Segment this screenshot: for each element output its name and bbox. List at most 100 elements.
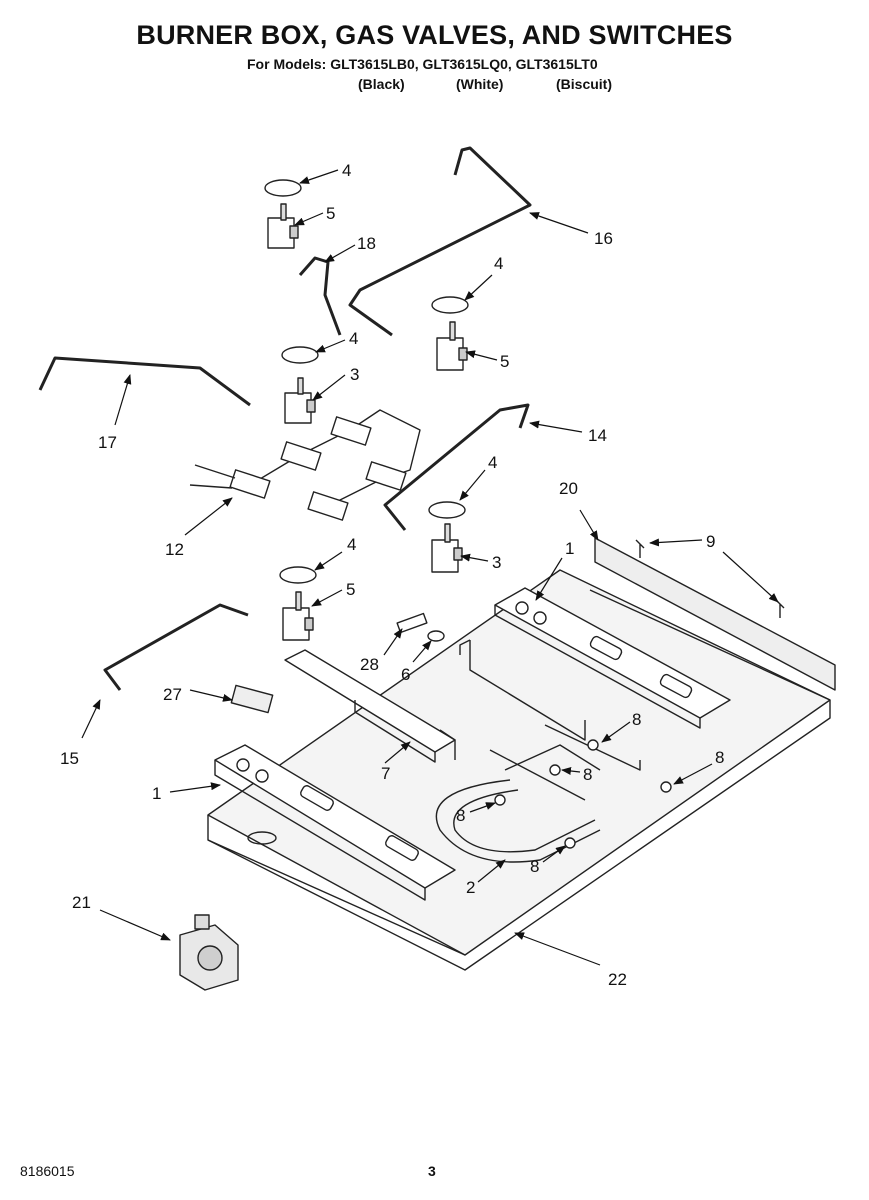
leader-4b — [464, 274, 493, 301]
callout-3a: 3 — [350, 365, 359, 384]
callout-27: 27 — [163, 685, 182, 704]
callout-8a: 8 — [632, 710, 641, 729]
leader-18 — [324, 244, 356, 263]
callout-18: 18 — [357, 234, 376, 253]
screw-9a-part — [635, 539, 645, 558]
plate-6-part — [427, 630, 445, 642]
callout-3b: 3 — [492, 553, 501, 572]
callout-1a: 1 — [565, 539, 574, 558]
support-rail-left-part — [214, 744, 456, 901]
burner-box-part — [207, 569, 831, 971]
leader-1a — [535, 557, 563, 601]
callout-6: 6 — [401, 665, 410, 684]
center-bracket-part — [284, 649, 456, 763]
tube-16-part — [348, 146, 532, 337]
washer-4b-part — [431, 296, 469, 314]
leader-5b — [465, 350, 498, 361]
oval-burner-frame-part — [435, 639, 641, 863]
leader-16 — [529, 212, 589, 234]
screw-9b-part — [775, 599, 785, 618]
leader-4e — [314, 551, 343, 571]
screw-8d-part — [494, 794, 506, 806]
leader-14 — [529, 420, 583, 433]
tube-18-part — [298, 256, 342, 336]
gas-valve-lower-part — [282, 591, 314, 641]
leader-4a — [299, 169, 339, 184]
page-title: BURNER BOX, GAS VALVES, AND SWITCHES — [136, 20, 733, 50]
leader-15 — [81, 699, 101, 739]
callout-4b: 4 — [494, 254, 503, 273]
leader-8e — [542, 845, 566, 863]
leader-8c — [673, 763, 713, 785]
leader-22 — [514, 932, 601, 966]
support-rail-right-part — [494, 587, 731, 729]
switch-harness-part — [189, 409, 421, 521]
leader-7 — [384, 741, 411, 764]
bracket-28-part — [396, 612, 428, 634]
leader-2 — [477, 859, 506, 883]
leader-28 — [383, 628, 403, 656]
leader-3b — [460, 553, 489, 562]
washer-4d-part — [428, 501, 466, 519]
tube-15-part — [103, 603, 249, 691]
leader-8a — [601, 721, 631, 743]
model-list: For Models: GLT3615LB0, GLT3615LQ0, GLT3… — [247, 56, 598, 72]
callout-4e: 4 — [347, 535, 356, 554]
screw-8b-part — [549, 764, 561, 776]
callout-9: 9 — [706, 532, 715, 551]
gas-valve-mid-right-part — [431, 523, 463, 573]
callout-8d: 8 — [456, 806, 465, 825]
document-number: 8186015 — [20, 1163, 75, 1179]
callout-5a: 5 — [326, 204, 335, 223]
leader-4c — [315, 339, 346, 353]
leader-8d — [469, 802, 496, 813]
gas-valve-top-part — [267, 203, 299, 249]
callout-4c: 4 — [349, 329, 358, 348]
callout-14: 14 — [588, 426, 607, 445]
callout-8b: 8 — [583, 765, 592, 784]
callout-4a: 4 — [342, 161, 351, 180]
leader-17 — [114, 374, 132, 426]
leader-9a — [649, 538, 703, 547]
washer-4a-part — [264, 179, 302, 197]
leader-4d — [459, 469, 486, 501]
washer-4c-part — [281, 346, 319, 364]
variant-white: (White) — [456, 76, 504, 92]
screw-8c-part — [660, 781, 672, 793]
callout-15: 15 — [60, 749, 79, 768]
screw-8e-part — [564, 837, 576, 849]
callout-5b: 5 — [500, 352, 509, 371]
callout-8c: 8 — [715, 748, 724, 767]
callout-4d: 4 — [488, 453, 497, 472]
tube-14-part — [383, 403, 530, 531]
callout-17: 17 — [98, 433, 117, 452]
callout-5c: 5 — [346, 580, 355, 599]
callout-1b: 1 — [152, 784, 161, 803]
gas-valve-right-part — [436, 321, 468, 371]
back-panel-part — [594, 537, 836, 691]
callout-21: 21 — [72, 893, 91, 912]
gas-regulator-part — [179, 914, 239, 991]
callout-22: 22 — [608, 970, 627, 989]
leader-6 — [412, 640, 432, 663]
tube-17-part — [38, 356, 251, 407]
callout-20: 20 — [559, 479, 578, 498]
washer-4e-part — [279, 566, 317, 584]
leader-8b — [561, 767, 581, 775]
callout-28: 28 — [360, 655, 379, 674]
callout-12: 12 — [165, 540, 184, 559]
callout-2: 2 — [466, 878, 475, 897]
page-number: 3 — [428, 1163, 436, 1179]
leader-9b — [722, 551, 779, 603]
screw-8a-part — [587, 739, 599, 751]
callout-8e: 8 — [530, 857, 539, 876]
leader-5c — [311, 589, 343, 607]
variant-black: (Black) — [358, 76, 405, 92]
leader-5a — [294, 212, 324, 226]
leader-12 — [184, 497, 233, 536]
callout-7: 7 — [381, 764, 390, 783]
ignition-module-part — [230, 684, 274, 714]
leader-20 — [579, 509, 599, 541]
leader-27 — [189, 689, 233, 702]
